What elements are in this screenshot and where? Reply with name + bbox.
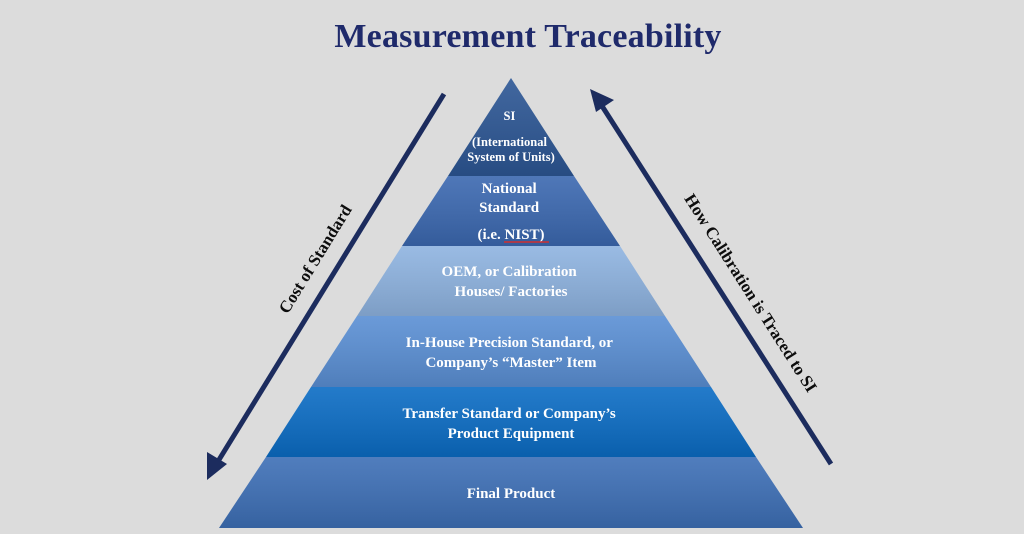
tier-national-line-3: (i.e. NIST): [477, 227, 544, 243]
tier-inhouse-label: In-House Precision Standard, or Company’…: [406, 335, 617, 371]
tier-final-label: Final Product: [467, 486, 555, 502]
tier-si-line-2: (International: [472, 135, 548, 149]
tier-si-label: SI (International System of Units): [467, 109, 555, 164]
tier-transfer: Transfer Standard or Company’s Product E…: [266, 387, 756, 457]
tier-national: National Standard (i.e. NIST): [402, 176, 620, 246]
tier-oem: OEM, or Calibration Houses/ Factories: [357, 246, 665, 316]
tier-transfer-line-2: Product Equipment: [448, 426, 575, 442]
tier-oem-label: OEM, or Calibration Houses/ Factories: [442, 264, 581, 300]
tier-inhouse-line-2: Company’s “Master” Item: [425, 355, 597, 371]
tier-si-line-1: SI: [504, 109, 516, 123]
cost-arrow-shaft: [214, 92, 447, 465]
tier-oem-line-2: Houses/ Factories: [455, 284, 568, 300]
cost-arrow-head: [207, 452, 227, 480]
tier-final: Final Product: [219, 457, 803, 528]
tier-transfer-line-1: Transfer Standard or Company’s: [403, 406, 616, 422]
tier-si: SI (International System of Units): [448, 78, 574, 176]
cost-arrow: [207, 92, 447, 480]
trace-arrow-shaft: [599, 104, 834, 466]
tier-final-line-1: Final Product: [467, 486, 555, 502]
tier-national-line-1: National: [482, 181, 537, 197]
tier-inhouse: In-House Precision Standard, or Company’…: [311, 316, 711, 387]
tier-oem-line-1: OEM, or Calibration: [442, 264, 578, 280]
trace-arrow: [590, 89, 834, 466]
tier-national-label: National Standard (i.e. NIST): [477, 181, 544, 243]
diagram-title: Measurement Traceability: [334, 18, 722, 55]
tier-si-line-3: System of Units): [467, 150, 555, 164]
tier-inhouse-line-1: In-House Precision Standard, or: [406, 335, 614, 351]
tier-transfer-label: Transfer Standard or Company’s Product E…: [403, 406, 620, 442]
trace-arrow-label: How Calibration is Traced to SI: [681, 190, 821, 396]
tier-national-line-2: Standard: [479, 200, 540, 216]
trace-arrow-head: [590, 89, 614, 112]
